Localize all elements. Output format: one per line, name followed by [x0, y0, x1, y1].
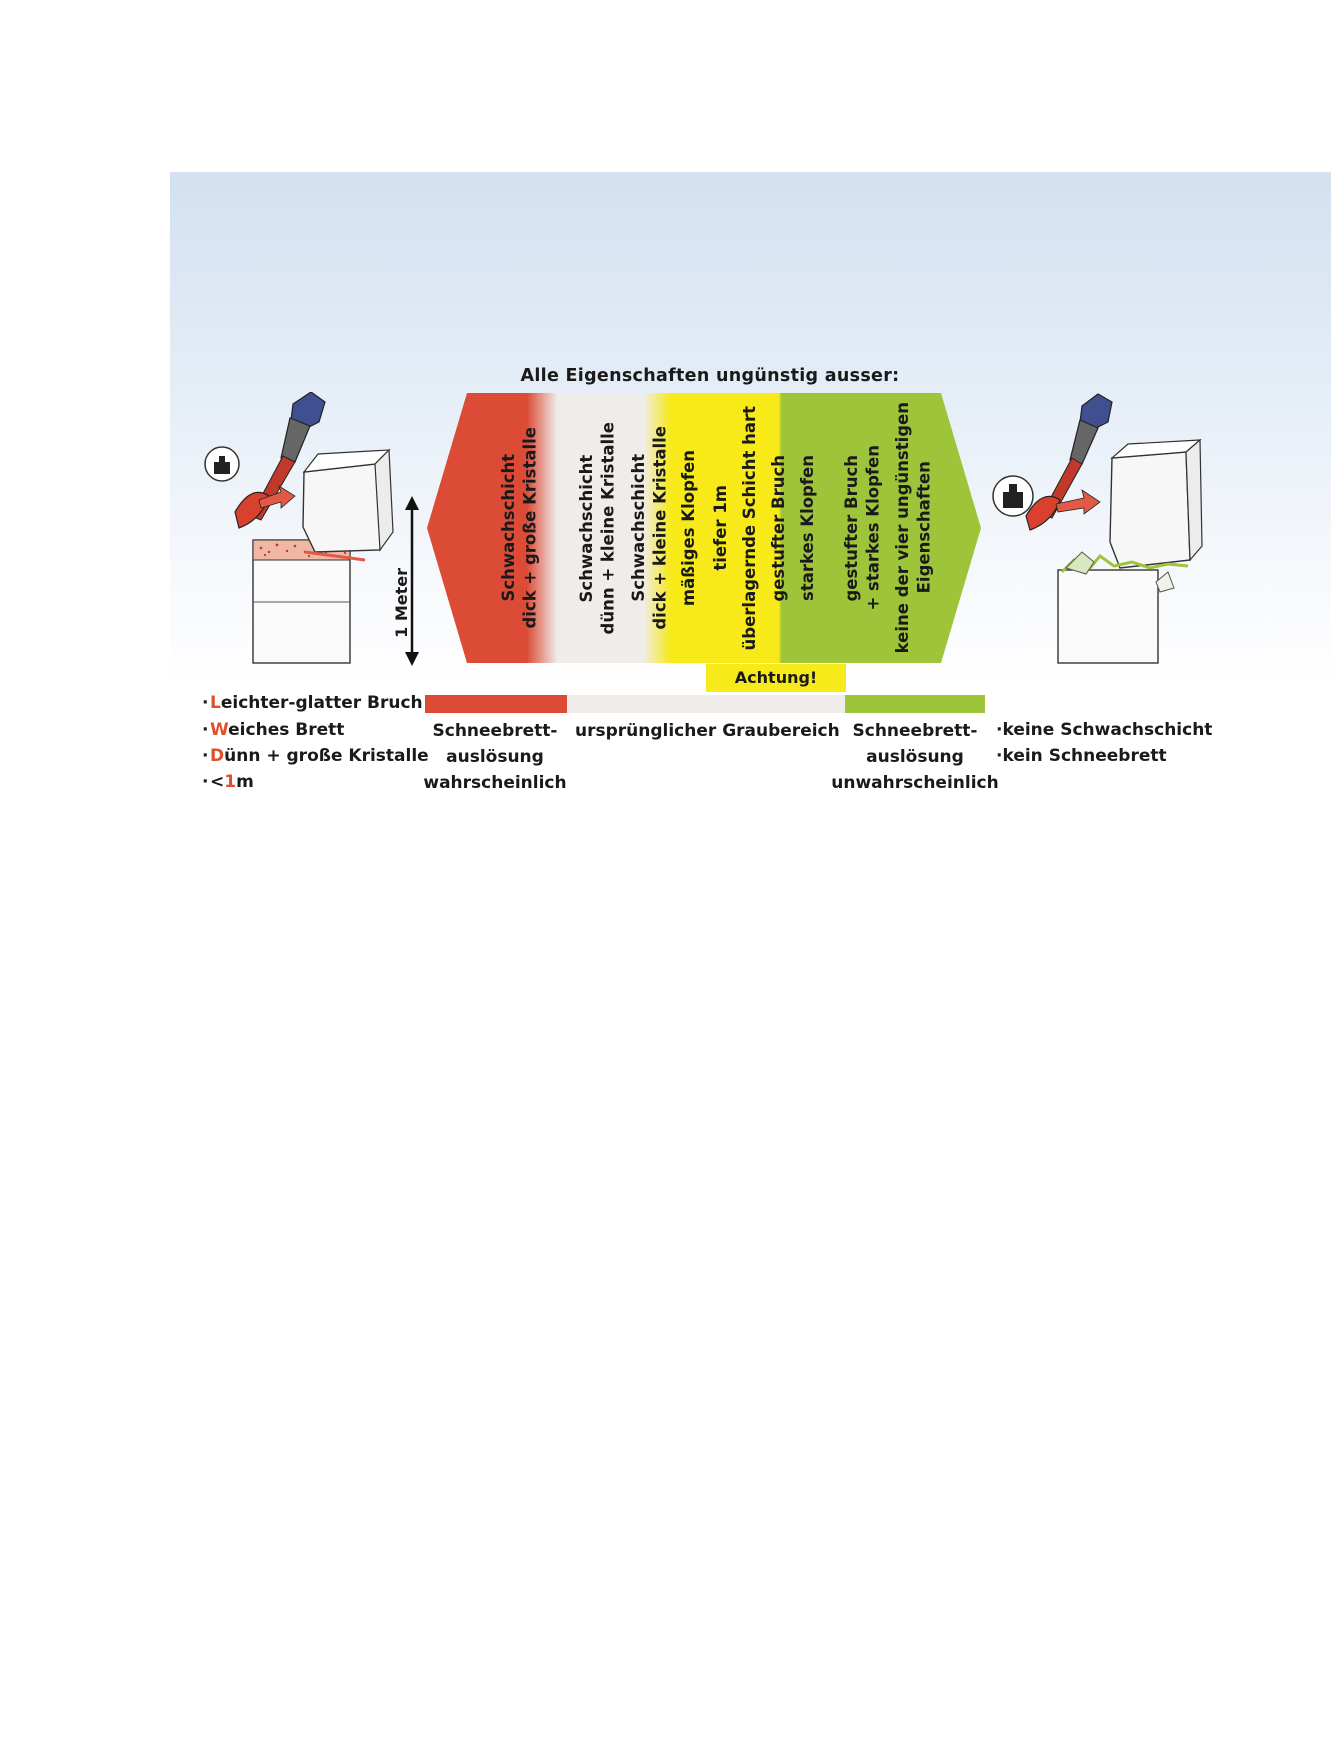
column-line: mäßiges Klopfen: [678, 450, 699, 606]
caption-line: Schneebrett-: [405, 718, 585, 744]
criteria-column-yellow-3: gestufter Bruch: [765, 393, 793, 663]
criteria-column-yellow-1: tiefer 1m: [707, 393, 735, 663]
legend-text: eichter-glatter Bruch: [221, 693, 423, 713]
column-line: Eigenschaften: [913, 402, 934, 653]
caption-red: Schneebrett- auslösung wahrscheinlich: [405, 718, 585, 796]
legend-accent: W: [210, 720, 228, 740]
legend-text: eiches Brett: [228, 720, 344, 740]
achtung-label: Achtung!: [706, 664, 846, 692]
criteria-column-grey-3: mäßiges Klopfen: [675, 393, 703, 663]
caption-line: wahrscheinlich: [405, 770, 585, 796]
caption-line: unwahrscheinlich: [820, 770, 1010, 796]
caption-line: auslösung: [405, 744, 585, 770]
legend-text: m: [236, 772, 254, 792]
shovel-icon: [235, 456, 295, 528]
column-line: Schwachschicht: [628, 426, 649, 630]
legend-prefix: <: [210, 772, 224, 792]
legend-item-w: ·Weiches Brett: [202, 718, 344, 742]
right-legend-item: ·kein Schneebrett: [996, 744, 1167, 768]
criteria-column-yellow-4: starkes Klopfen: [794, 393, 822, 663]
legend-item-d: ·Dünn + große Kristalle: [202, 744, 429, 768]
legend-item-1m: ·<1m: [202, 770, 254, 794]
weight-icon: [993, 476, 1033, 516]
grey-bar: [567, 695, 845, 713]
criteria-column-red: Schwachschicht dick + große Kristalle: [489, 393, 549, 663]
snow-block-icon: [1058, 440, 1202, 663]
right-legend-text: kein Schneebrett: [1002, 746, 1166, 766]
criteria-column-grey-1: Schwachschicht dünn + kleine Kristalle: [572, 393, 622, 663]
legend-accent: D: [210, 746, 224, 766]
legend-text: ünn + große Kristalle: [224, 746, 429, 766]
glove-icon: [281, 392, 325, 462]
right-legend-item: ·keine Schwachschicht: [996, 718, 1212, 742]
caption-line: Schneebrett-: [820, 718, 1010, 744]
caption-line: auslösung: [820, 744, 1010, 770]
column-line: dick + große Kristalle: [519, 427, 540, 629]
meter-label: 1 Meter: [392, 568, 411, 638]
caption-green: Schneebrett- auslösung unwahrscheinlich: [820, 718, 1010, 796]
criteria-columns: Schwachschicht dick + große Kristalle Sc…: [427, 393, 981, 663]
legend-accent: L: [210, 693, 221, 713]
legend-accent: 1: [224, 772, 236, 792]
weight-icon: [205, 447, 239, 481]
column-line: tiefer 1m: [710, 485, 731, 571]
glove-icon: [1070, 394, 1112, 464]
column-line: überlagernde Schicht hart: [739, 406, 760, 650]
criteria-column-green-2: keine der vier ungünstigen Eigenschaften: [889, 393, 937, 663]
column-line: Schwachschicht: [498, 427, 519, 629]
criteria-column-green-1: gestufter Bruch + starkes Klopfen: [839, 393, 885, 663]
column-line: starkes Klopfen: [797, 455, 818, 601]
criteria-column-grey-2: Schwachschicht dick + kleine Kristalle: [624, 393, 674, 663]
diagram-title: Alle Eigenschaften ungünstig ausser:: [480, 366, 940, 386]
criteria-column-yellow-2: überlagernde Schicht hart: [736, 393, 764, 663]
column-line: dick + kleine Kristalle: [649, 426, 670, 630]
left-illustration: [195, 392, 410, 667]
column-line: gestufter Bruch: [841, 445, 862, 611]
legend-item-l: ·Leichter-glatter Bruch: [202, 691, 423, 715]
red-bar: [425, 695, 567, 713]
column-line: + starkes Klopfen: [862, 445, 883, 611]
caption-grey: ursprünglicher Graubereich: [575, 718, 835, 744]
shovel-icon: [1026, 458, 1100, 530]
green-bar: [845, 695, 985, 713]
column-line: dünn + kleine Kristalle: [597, 422, 618, 634]
right-illustration: [990, 392, 1205, 667]
column-line: keine der vier ungünstigen: [892, 402, 913, 653]
column-line: Schwachschicht: [576, 422, 597, 634]
right-legend-text: keine Schwachschicht: [1002, 720, 1212, 740]
column-line: gestufter Bruch: [768, 455, 789, 602]
